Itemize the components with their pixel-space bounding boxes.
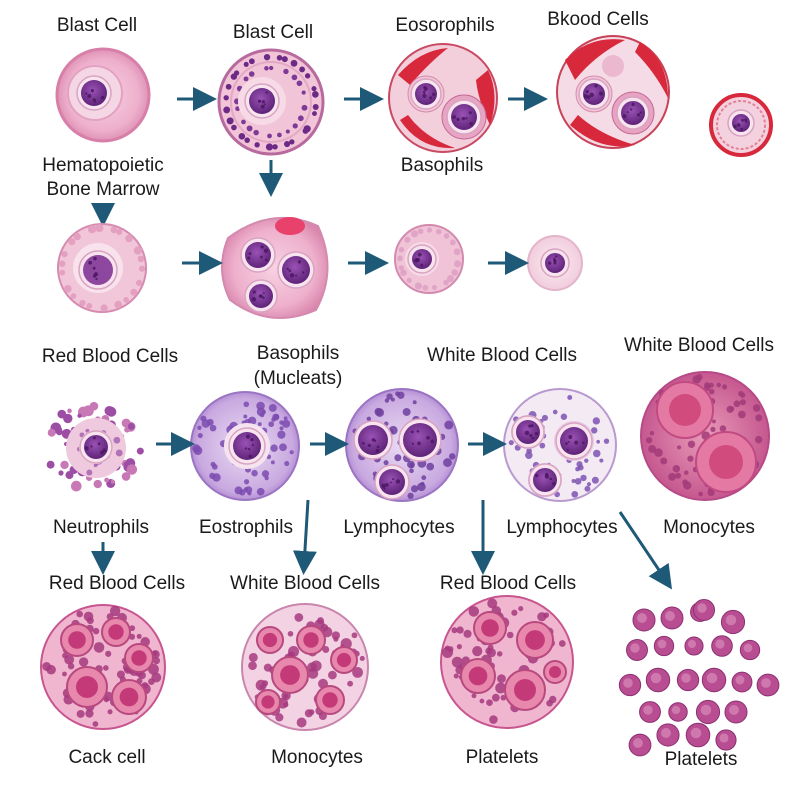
blast-cell-1 [55, 47, 151, 143]
label-red-blood-cells-bottom-1: Red Blood Cells [48, 573, 186, 594]
label-eosorophils: Eosorophils [395, 15, 495, 36]
blood-cells-cluster [556, 35, 670, 149]
lymphocyte-cell-1 [345, 388, 459, 502]
cell-row2-2 [220, 216, 329, 319]
basophil-cell [190, 391, 300, 501]
white-blood-cell-cluster [241, 603, 369, 731]
label-lymphocytes-1: Lymphocytes [343, 517, 455, 538]
monocyte-cell-mid [640, 371, 770, 501]
label-mucleats: (Mucleats) [253, 368, 343, 389]
lymphocyte-cell-2 [503, 388, 617, 502]
cell-row2-3 [394, 224, 464, 294]
label-platelets-1: Platelets [465, 747, 539, 768]
eosinophil-cell [388, 43, 498, 153]
label-basophils-mid: Basophils [256, 343, 340, 364]
label-monocytes-bottom: Monocytes [271, 747, 363, 768]
label-red-blood-cells-bottom-2: Red Blood Cells [439, 573, 577, 594]
label-bone-marrow: Bone Marrow [46, 179, 160, 200]
label-hematopoietic: Hematopoietic [42, 155, 164, 176]
label-blast-cell-1: Blast Cell [56, 15, 138, 36]
arrow-down-basophil [292, 499, 317, 575]
label-lymphocytes-2: Lymphocytes [506, 517, 618, 538]
label-bkood-cells: Bkood Cells [547, 9, 649, 30]
label-neutrophils: Neutrophils [52, 517, 150, 538]
label-white-blood-cells-right: White Blood Cells [624, 335, 774, 356]
label-eostrophils: Eostrophils [199, 517, 293, 538]
label-monocytes-mid: Monocytes [663, 517, 755, 538]
neutrophil-cell [46, 401, 144, 492]
label-white-blood-cells-mid: White Blood Cells [427, 345, 577, 366]
red-blood-cell-cluster-2 [440, 595, 574, 729]
red-blood-cell-cluster [40, 604, 166, 730]
label-red-blood-cells-mid: Red Blood Cells [41, 346, 179, 367]
label-platelets-2: Platelets [664, 749, 738, 770]
cell-row2-4 [527, 235, 583, 291]
label-cack-cell: Cack cell [68, 747, 146, 768]
platelets-scatter [618, 598, 780, 757]
label-white-blood-cells-bottom: White Blood Cells [230, 573, 380, 594]
arrow-diag-platelets [618, 511, 673, 590]
hematopoietic-cell [57, 223, 147, 313]
label-blast-cell-2: Blast Cell [232, 22, 314, 43]
label-basophils-top: Basophils [400, 155, 484, 176]
blast-cell-2 [217, 48, 325, 156]
small-red-cell [709, 93, 773, 157]
